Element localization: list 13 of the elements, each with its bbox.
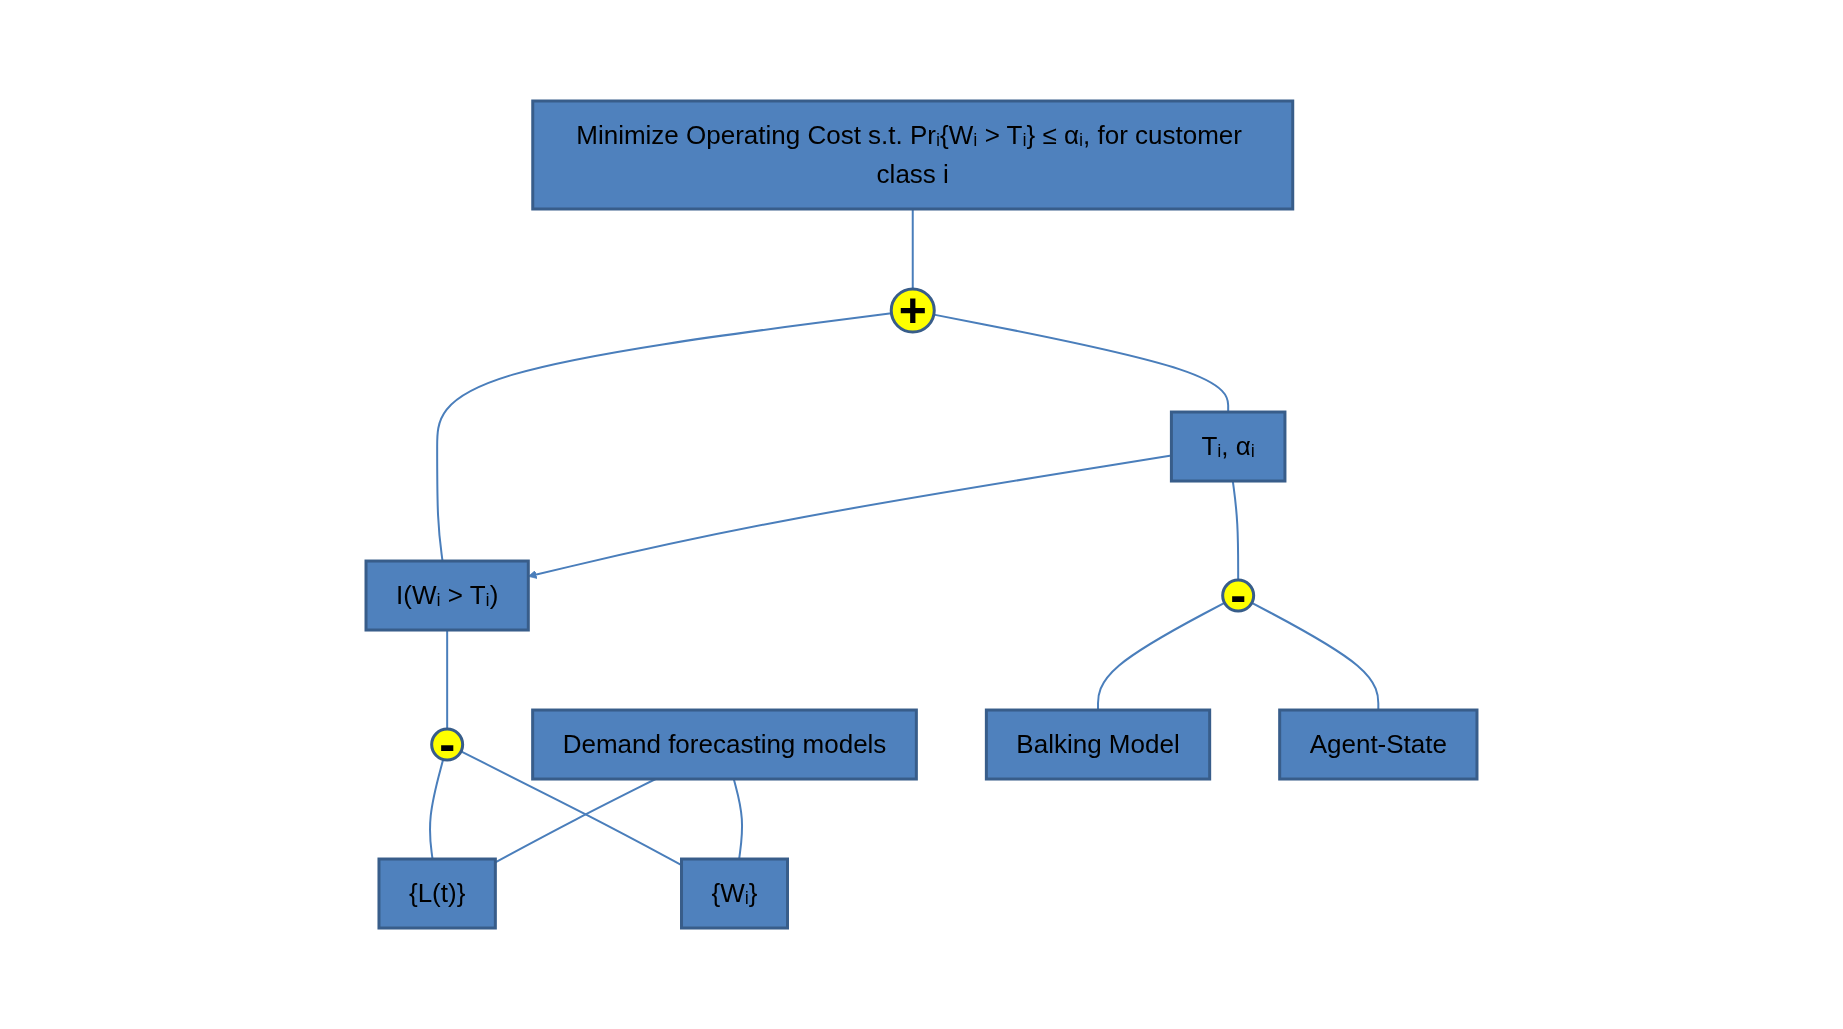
node-box: Minimize Operating Cost s.t. Prᵢ{Wᵢ > Tᵢ} ≤ αᵢ, for customer class i <box>531 99 1295 211</box>
node-box: Demand forecasting models <box>531 708 918 781</box>
connector <box>911 208 914 290</box>
connector <box>1097 601 1226 711</box>
node-box: Balking Model <box>984 708 1212 781</box>
node-box: Agent-State <box>1278 708 1479 781</box>
node-box: {L(t)} <box>377 857 497 930</box>
node-circle: - <box>1221 578 1256 613</box>
node-box: Tᵢ, αᵢ <box>1169 410 1287 483</box>
node-box: {Wᵢ} <box>680 857 789 930</box>
node-circle: + <box>889 287 936 334</box>
node-box: I(Wᵢ > Tᵢ) <box>364 559 530 632</box>
node-circle: - <box>430 727 465 762</box>
